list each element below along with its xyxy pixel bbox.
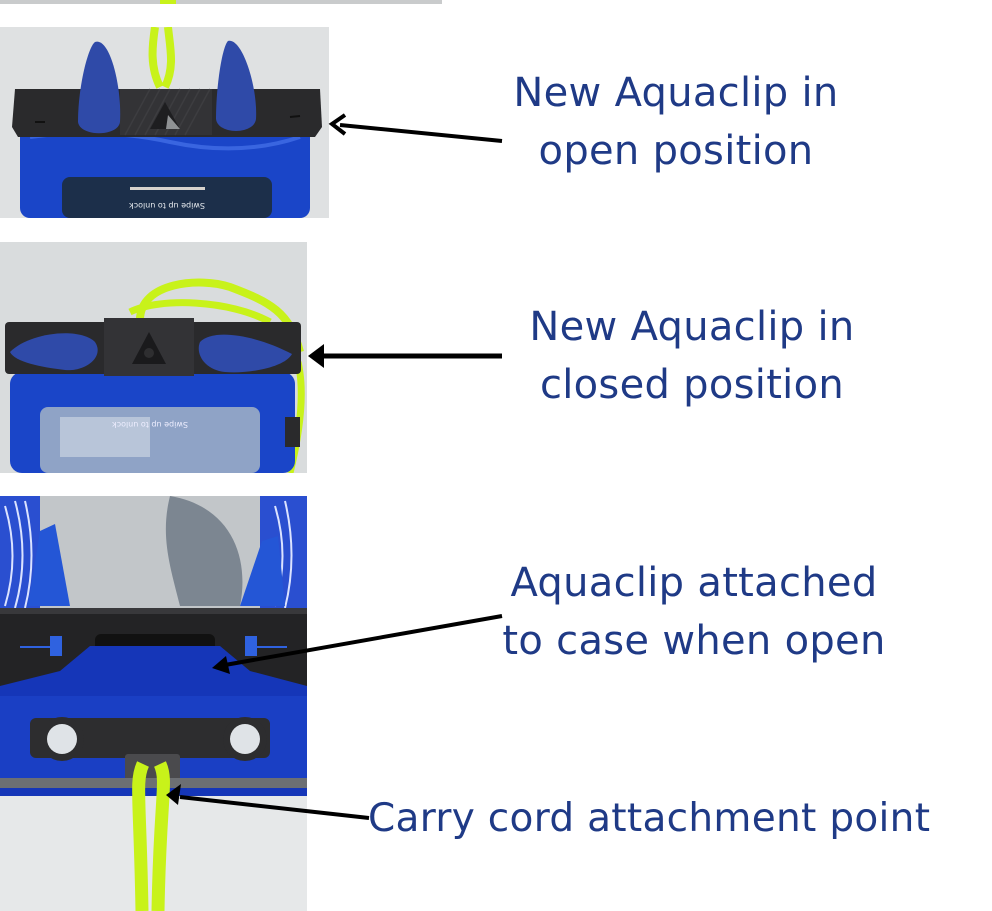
aquaclip-closed-photo: Swipe up to unlock: [0, 242, 307, 473]
annotation-open-position: New Aquaclip in open position: [490, 64, 862, 180]
annotation-line: closed position: [539, 362, 845, 408]
annotation-closed-position: New Aquaclip in closed position: [506, 298, 878, 414]
annotation-line: New Aquaclip in: [529, 304, 855, 350]
arrow-open-position: [328, 113, 503, 143]
annotation-line: Aquaclip attached: [510, 560, 878, 606]
annotation-line: New Aquaclip in: [513, 70, 839, 116]
svg-text:Swipe up to unlock: Swipe up to unlock: [112, 420, 188, 429]
annotation-carry-cord: Carry cord attachment point: [368, 790, 968, 848]
phone-screen-text: Swipe up to unlock: [129, 201, 205, 210]
top-cropped-photo: [0, 0, 442, 4]
annotation-line: to case when open: [502, 618, 886, 664]
aquaclip-open-photo: Swipe up to unlock: [0, 27, 329, 218]
annotation-attached: Aquaclip attached to case when open: [494, 554, 894, 670]
arrow-closed-position: [308, 344, 502, 368]
aquaclip-attached-photo: [0, 496, 307, 911]
annotation-line: Carry cord attachment point: [368, 796, 931, 841]
annotation-line: open position: [538, 128, 814, 174]
